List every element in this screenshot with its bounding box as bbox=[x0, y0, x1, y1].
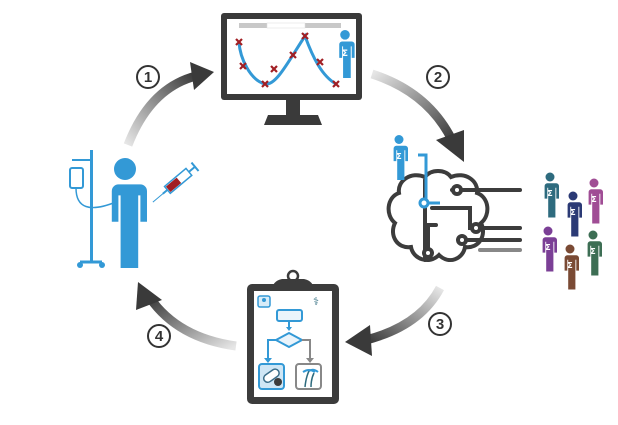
flowchart-start-box bbox=[276, 309, 303, 322]
svg-text:Σ: Σ bbox=[591, 195, 596, 204]
treatment-plan-clipboard-icon: ⚕ bbox=[247, 269, 339, 404]
step-number: 2 bbox=[434, 69, 442, 86]
svg-text:Σ: Σ bbox=[342, 49, 348, 59]
data-point-markers bbox=[235, 32, 340, 88]
arrow-step-4 bbox=[136, 282, 237, 351]
patient-population: Σ Σ Σ Σ Σ Σ bbox=[541, 172, 603, 290]
brain-ai-icon bbox=[386, 169, 522, 263]
svg-text:Σ: Σ bbox=[590, 247, 595, 256]
step-badge-1: 1 bbox=[136, 65, 160, 89]
svg-text:Σ: Σ bbox=[545, 243, 550, 252]
population-person-icon: Σ bbox=[543, 172, 559, 218]
population-person-icon: Σ bbox=[586, 230, 602, 276]
step-badge-2: 2 bbox=[426, 65, 450, 89]
arrow-step-1 bbox=[123, 62, 214, 147]
step-badge-3: 3 bbox=[428, 312, 452, 336]
syringe-icon bbox=[152, 161, 200, 203]
iv-pole-icon bbox=[69, 150, 117, 268]
patient-avatar-icon: Σ bbox=[338, 30, 355, 78]
population-person-icon: Σ bbox=[587, 178, 603, 224]
caduceus-icon: ⚕ bbox=[313, 296, 319, 308]
monitor-icon: Σ bbox=[221, 13, 362, 125]
individual-patient-icon: Σ bbox=[392, 135, 408, 180]
svg-text:Σ: Σ bbox=[547, 189, 552, 198]
step-number: 3 bbox=[436, 316, 444, 333]
step-number: 4 bbox=[155, 328, 164, 345]
svg-text:Σ: Σ bbox=[396, 152, 401, 161]
population-person-icon: Σ bbox=[541, 226, 557, 272]
arrow-step-2 bbox=[370, 69, 464, 162]
brain-input-connector bbox=[418, 153, 440, 209]
patient-icon bbox=[109, 158, 147, 268]
step-badge-4: 4 bbox=[147, 324, 171, 348]
arrow-step-3 bbox=[345, 285, 444, 356]
population-person-icon: Σ bbox=[563, 244, 579, 290]
step-number: 1 bbox=[144, 69, 152, 86]
svg-text:Σ: Σ bbox=[570, 208, 575, 217]
vacation-option-icon bbox=[295, 363, 322, 390]
population-person-icon: Σ bbox=[566, 191, 582, 237]
flowchart-decision bbox=[273, 331, 305, 349]
svg-text:Σ: Σ bbox=[567, 261, 572, 270]
